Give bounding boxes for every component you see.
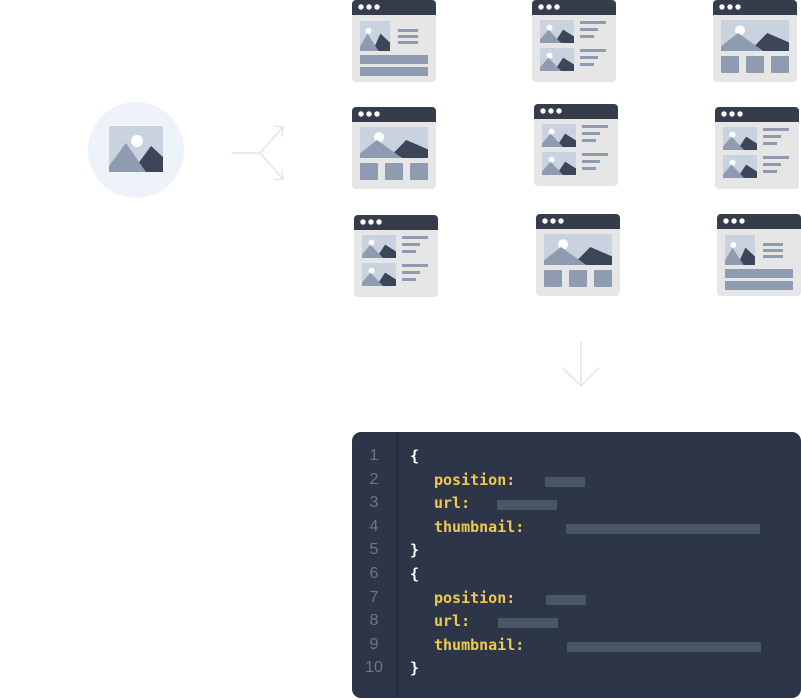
- code-brace: }: [410, 541, 420, 560]
- layout-thumbnail-two-rows-text: [532, 0, 616, 82]
- layout-thumbnails: [352, 0, 801, 297]
- value-placeholder: [567, 641, 761, 652]
- line-number: 7: [369, 588, 379, 606]
- image-icon: [109, 126, 163, 172]
- line-number: 6: [369, 565, 379, 582]
- layout-thumbnail-hero-three-tiles: [352, 107, 436, 189]
- line-number: 1: [369, 447, 379, 464]
- value-placeholder: [545, 476, 585, 487]
- line-number: 9: [369, 635, 379, 653]
- code-key: thumbnail:: [434, 635, 525, 654]
- code-panel: 1 2 3 4 5 6 7 8 9 10 { position: url: thumbnail:} { po…: [352, 432, 801, 698]
- layout-thumbnail-hero-text-banner: [352, 0, 436, 82]
- line-number: 10: [365, 659, 383, 677]
- line-number-gutter: 1 2 3 4 5 6 7 8 9 10: [352, 432, 398, 698]
- value-placeholder: [498, 618, 558, 629]
- code-key: url:: [434, 494, 471, 513]
- code-key: position:: [434, 470, 516, 489]
- source-image: [88, 102, 184, 198]
- value-placeholder: [497, 500, 557, 511]
- split-arrow-icon: [231, 125, 284, 181]
- value-placeholder: [546, 594, 586, 605]
- line-number: 3: [369, 494, 379, 512]
- line-number: 5: [369, 541, 379, 559]
- code-brace: {: [410, 447, 420, 465]
- line-number: 2: [369, 470, 379, 488]
- line-number: 4: [369, 517, 379, 535]
- layout-thumbnail-hero-three-tiles: [536, 214, 620, 296]
- layout-thumbnail-two-rows-text: [715, 107, 799, 189]
- value-placeholder: [566, 523, 760, 534]
- layout-thumbnail-hero-text-banner: [717, 214, 801, 296]
- layout-thumbnail-two-rows-text: [534, 104, 618, 186]
- code-brace: {: [410, 565, 420, 583]
- layout-thumbnail-hero-three-tiles: [713, 0, 797, 82]
- code-key: position:: [434, 588, 516, 607]
- code-key: thumbnail:: [434, 517, 525, 536]
- code-brace: }: [410, 659, 420, 678]
- down-arrow-icon: [562, 341, 600, 388]
- code-key: url:: [434, 612, 471, 631]
- layout-thumbnail-two-rows-text: [354, 215, 438, 297]
- line-number: 8: [369, 612, 379, 630]
